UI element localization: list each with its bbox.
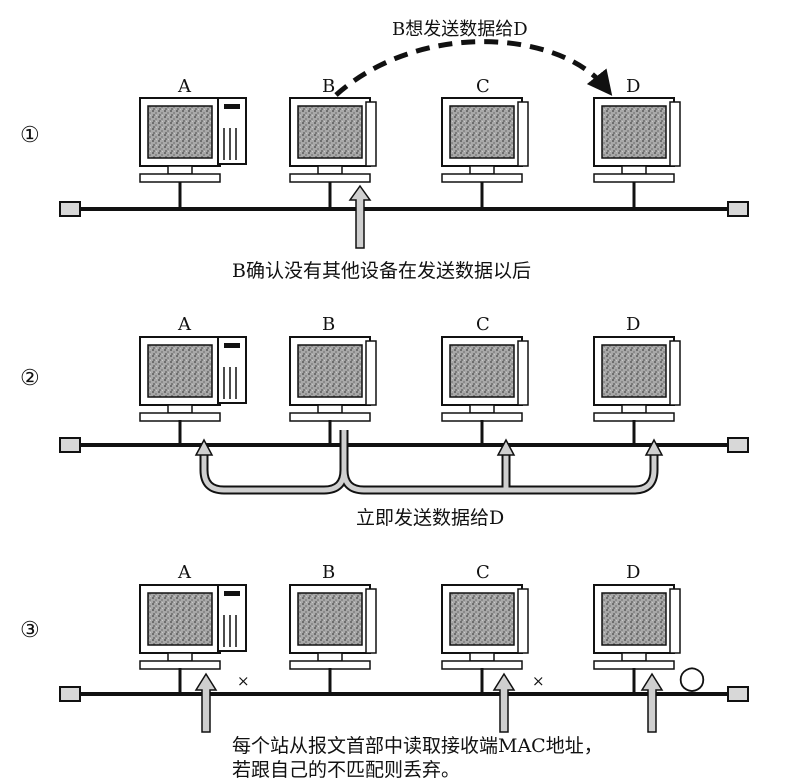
stage-2-caption-bottom: 立即发送数据给D <box>356 507 504 529</box>
node-label-b-2: B <box>322 314 335 335</box>
terminator-right-2 <box>727 437 749 453</box>
computer-d-3 <box>593 584 681 670</box>
computer-d-2 <box>593 336 681 422</box>
node-label-a-2: A <box>177 314 192 335</box>
broadcast-arrow <box>194 430 664 495</box>
read-arrow-a <box>194 672 218 733</box>
computer-a-3 <box>139 584 247 670</box>
stage-2-number: ② <box>20 366 40 391</box>
reject-mark-a: × <box>237 672 250 690</box>
computer-c-2 <box>441 336 529 422</box>
read-arrow-c <box>492 672 516 733</box>
node-label-a-3: A <box>177 562 192 583</box>
computer-a-1 <box>139 97 247 183</box>
computer-b-3 <box>289 584 377 670</box>
node-label-a-1: A <box>177 76 192 97</box>
computer-d-1 <box>593 97 681 183</box>
stage-1: ① B想发送数据给D A B <box>20 19 749 282</box>
node-label-c-2: C <box>476 314 490 335</box>
node-label-d-1: D <box>626 76 640 97</box>
terminator-left-1 <box>59 201 81 217</box>
accept-mark-d: ○ <box>678 658 706 696</box>
stage-1-number: ① <box>20 123 40 148</box>
stage-3: ③ A B C <box>20 562 749 781</box>
computer-c-1 <box>441 97 529 183</box>
reject-mark-c: × <box>532 672 545 690</box>
computer-a-2 <box>139 336 247 422</box>
stage-2: ② A B C <box>20 314 749 529</box>
read-arrow-d <box>640 672 664 733</box>
stage-1-caption-top: B想发送数据给D <box>392 19 528 40</box>
terminator-left-3 <box>59 686 81 702</box>
terminator-left-2 <box>59 437 81 453</box>
node-label-b-1: B <box>322 76 335 97</box>
stage-3-number: ③ <box>20 618 40 643</box>
computer-c-3 <box>441 584 529 670</box>
node-label-c-3: C <box>476 562 490 583</box>
computer-b-1 <box>289 97 377 183</box>
computer-b-2 <box>289 336 377 422</box>
send-intent-arrow <box>334 39 613 97</box>
node-label-d-3: D <box>626 562 640 583</box>
carrier-sense-arrow <box>348 184 372 249</box>
node-label-c-1: C <box>476 76 490 97</box>
stage-1-caption-bottom: B确认没有其他设备在发送数据以后 <box>232 260 531 282</box>
terminator-right-3 <box>727 686 749 702</box>
node-label-d-2: D <box>626 314 640 335</box>
stage-3-caption-line1: 每个站从报文首部中读取接收端MAC地址， <box>232 735 603 757</box>
terminator-right-1 <box>727 201 749 217</box>
node-label-b-3: B <box>322 562 335 583</box>
stage-3-caption-line2: 若跟自己的不匹配则丢弃。 <box>232 759 460 781</box>
